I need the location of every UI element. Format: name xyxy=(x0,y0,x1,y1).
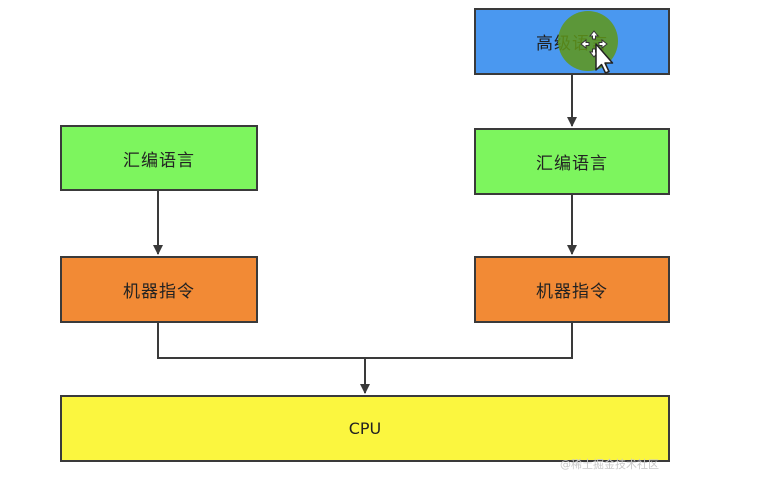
assembly-language-box-left: 汇编语言 xyxy=(60,125,258,191)
merge-line xyxy=(157,323,573,359)
assembly-language-label-left: 汇编语言 xyxy=(123,150,195,171)
assembly-language-label-right: 汇编语言 xyxy=(536,154,608,174)
machine-instruction-label-left: 机器指令 xyxy=(123,282,195,302)
cpu-box: CPU xyxy=(60,395,670,462)
move-cursor-icon xyxy=(580,30,614,74)
machine-instruction-label-right: 机器指令 xyxy=(536,282,608,302)
machine-instruction-box-right: 机器指令 xyxy=(474,256,670,323)
watermark: @稀土掘金技术社区 xyxy=(560,458,659,471)
machine-instruction-box-left: 机器指令 xyxy=(60,256,258,323)
cpu-label: CPU xyxy=(348,419,382,438)
assembly-language-box-right: 汇编语言 xyxy=(474,128,670,195)
